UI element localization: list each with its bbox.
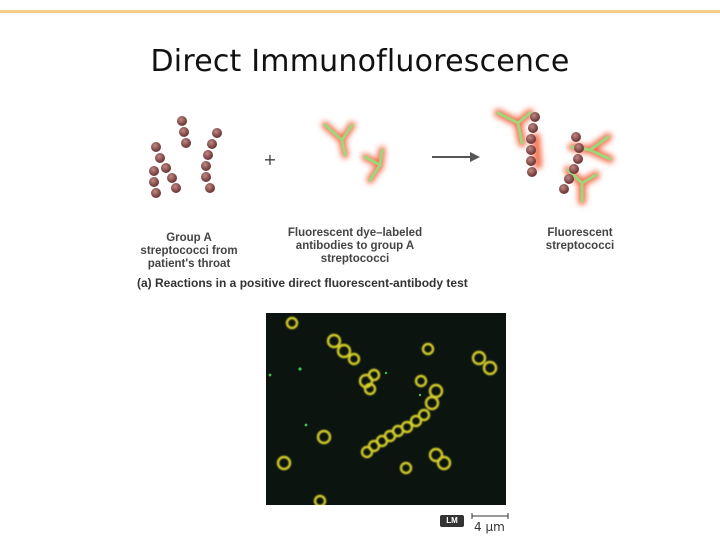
antibodies xyxy=(321,121,386,184)
fluorescent-streptococci xyxy=(494,109,614,205)
slide-title: Direct Immunofluorescence xyxy=(150,44,570,79)
fluorescence-micrograph xyxy=(266,313,506,508)
label-fluorescent-streptococci: Fluorescent streptococci xyxy=(545,227,615,252)
scale-label: 4 µm xyxy=(474,520,505,534)
plus-sign: + xyxy=(263,150,276,169)
label-antibodies: Fluorescent dye–labeled antibodies to gr… xyxy=(287,227,423,265)
lm-badge: LM xyxy=(440,515,464,527)
micrograph-art xyxy=(268,316,498,508)
scale-bar xyxy=(471,513,509,519)
top-accent-rule xyxy=(0,10,720,13)
figure-caption: (a) Reactions in a positive direct fluor… xyxy=(137,276,468,290)
label-group-a: Group A streptococci from patient's thro… xyxy=(140,232,238,270)
streptococci-chains xyxy=(149,116,222,198)
reaction-diagram: + xyxy=(120,95,630,295)
reaction-diagram-art: + xyxy=(149,109,614,205)
reaction-arrow xyxy=(432,152,480,162)
